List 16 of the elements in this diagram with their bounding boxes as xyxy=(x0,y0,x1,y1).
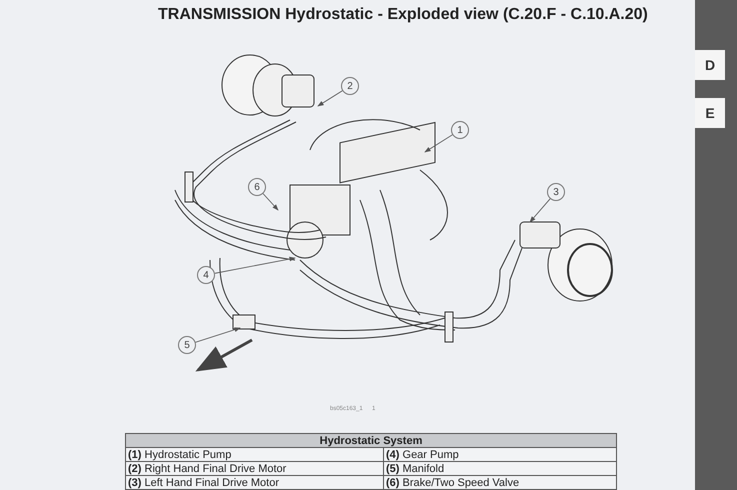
table-cell: (6) Brake/Two Speed Valve xyxy=(384,476,616,490)
table-cell: (4) Gear Pump xyxy=(384,448,616,462)
index-tab: E xyxy=(695,98,725,128)
leader-line xyxy=(424,134,453,152)
index-tab: D xyxy=(695,50,725,80)
table-cell: (2) Right Hand Final Drive Motor xyxy=(126,462,384,476)
leader-line xyxy=(529,198,550,223)
table-cell: (5) Manifold xyxy=(384,462,616,476)
table-header: Hydrostatic System xyxy=(126,434,616,448)
leader-line xyxy=(262,193,279,211)
leader-line xyxy=(214,256,296,274)
table-cell: (1) Hydrostatic Pump xyxy=(126,448,384,462)
leader-line xyxy=(317,90,343,106)
table-cell: (3) Left Hand Final Drive Motor xyxy=(126,476,384,490)
leader-line xyxy=(195,327,241,343)
page-title: TRANSMISSION Hydrostatic - Exploded view (C.20.F - C.10.A.20) xyxy=(158,5,648,25)
